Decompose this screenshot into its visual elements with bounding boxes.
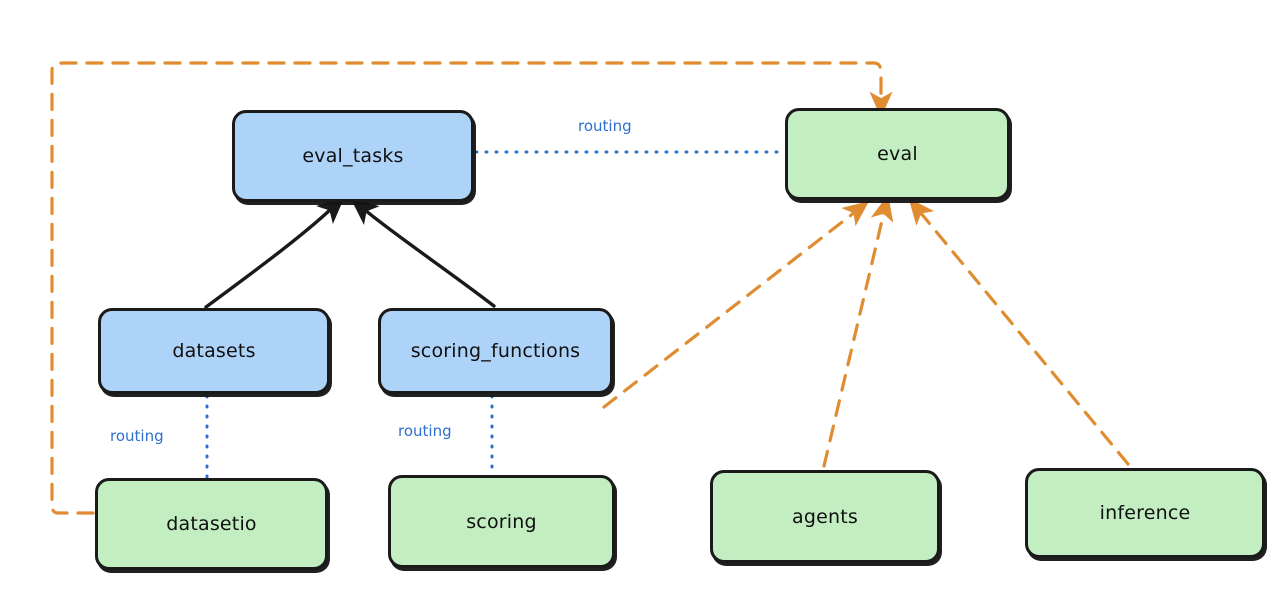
- edge-agents-to-eval: [822, 194, 894, 468]
- edge-datasets-to-eval_tasks: [204, 195, 345, 309]
- node-label: datasetio: [166, 513, 257, 535]
- node-eval-tasks[interactable]: eval_tasks: [232, 110, 474, 202]
- node-label: scoring: [466, 510, 537, 533]
- node-label: datasets: [172, 340, 256, 362]
- node-eval[interactable]: eval: [785, 108, 1010, 200]
- edge-inference-to-eval: [908, 198, 1130, 466]
- node-datasets[interactable]: datasets: [98, 308, 330, 394]
- edge-label-routing-eval-tasks-eval: routing: [578, 117, 632, 135]
- edge-label-routing-scoring-functions-scoring: routing: [398, 422, 452, 440]
- node-scoring-functions[interactable]: scoring_functions: [378, 308, 613, 394]
- edge-label-routing-datasets-datasetio: routing: [110, 427, 164, 445]
- node-label: eval: [877, 143, 918, 165]
- node-label: agents: [792, 505, 858, 528]
- edge-scoring_functions-to-eval_tasks: [350, 197, 496, 308]
- node-label: inference: [1099, 502, 1191, 524]
- node-inference[interactable]: inference: [1025, 468, 1265, 558]
- node-datasetio[interactable]: datasetio: [95, 478, 328, 570]
- edge-datasetio-to-eval: [50, 61, 893, 515]
- node-label: scoring_functions: [410, 340, 581, 362]
- node-scoring[interactable]: scoring: [388, 475, 615, 568]
- edge-scoring-to-eval: [602, 201, 870, 409]
- node-agents[interactable]: agents: [710, 470, 940, 563]
- node-label: eval_tasks: [302, 145, 404, 167]
